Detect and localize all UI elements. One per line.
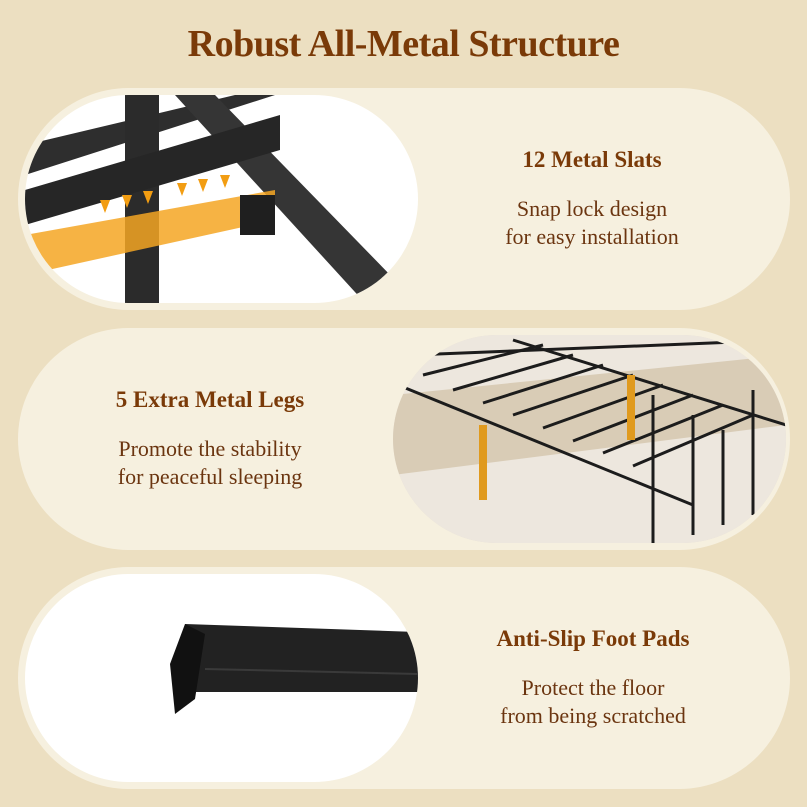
feature-desc-line: Snap lock design (516, 196, 668, 221)
feature-panel-slats: 12 Metal Slats Snap lock design for easy… (18, 88, 790, 310)
feature-text-legs: 5 Extra Metal Legs Promote the stability… (30, 328, 390, 550)
feature-heading: 12 Metal Slats (522, 147, 662, 172)
page-title: Robust All-Metal Structure (187, 23, 620, 65)
feature-desc-line: Promote the stability (118, 436, 302, 461)
feature-desc-line: Protect the floor (521, 675, 665, 700)
slat-joint-image (25, 95, 418, 303)
feature-heading: Anti-Slip Foot Pads (496, 626, 690, 651)
feature-desc-line: for peaceful sleeping (117, 464, 303, 489)
feature-desc-line: for easy installation (505, 224, 679, 249)
feature-panel-footpads: Anti-Slip Foot Pads Protect the floor fr… (18, 567, 790, 789)
foot-pad-image (25, 574, 418, 782)
feature-desc-line: from being scratched (500, 703, 686, 728)
bed-frame-legs-image (393, 335, 786, 543)
feature-text-footpads: Anti-Slip Foot Pads Protect the floor fr… (413, 567, 773, 789)
feature-text-slats: 12 Metal Slats Snap lock design for easy… (412, 88, 772, 310)
feature-panel-legs: 5 Extra Metal Legs Promote the stability… (18, 328, 790, 550)
feature-heading: 5 Extra Metal Legs (115, 387, 305, 412)
